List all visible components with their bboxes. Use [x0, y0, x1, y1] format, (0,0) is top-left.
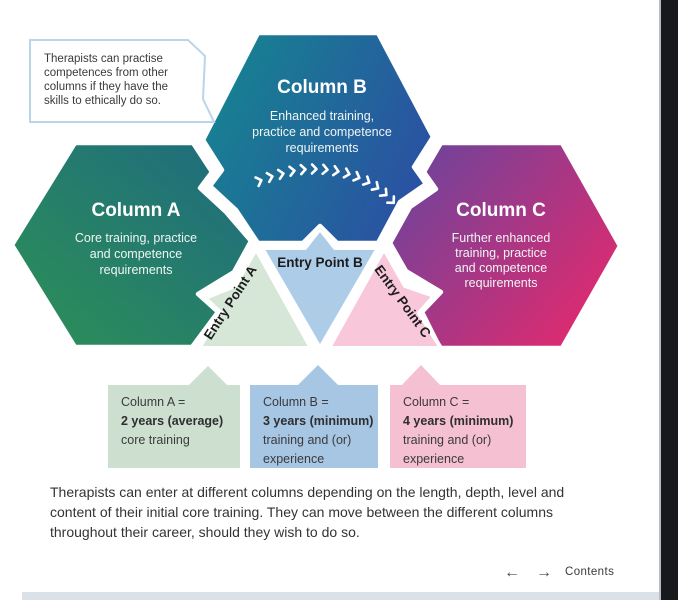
paragraph-line: Therapists can enter at different column… [50, 484, 564, 500]
column-a-subtitle: Core training, practice [75, 231, 197, 245]
column-b-subtitle: practice and competence [252, 125, 392, 139]
column-c-text: Column C Further enhanced training, prac… [452, 200, 551, 290]
paragraph-line: content of their initial core training. … [50, 504, 553, 520]
bubble-line: competences from other [44, 67, 168, 79]
info-box-a-tab [187, 366, 229, 387]
contents-link[interactable]: Contents [565, 566, 614, 578]
column-c-title: Column C [456, 200, 546, 221]
page-paragraph: Therapists can enter at different column… [50, 484, 564, 540]
column-c-hexagon [387, 140, 623, 351]
column-a-subtitle: and competence [90, 247, 182, 261]
info-box-b: Column B = 3 years (minimum) training an… [250, 365, 378, 468]
info-box-a: Column A = 2 years (average) core traini… [108, 366, 240, 468]
bubble-line: Therapists can practise [44, 53, 163, 65]
column-c-subtitle: and competence [455, 261, 547, 275]
column-a-subtitle: requirements [100, 263, 173, 277]
info-box-b-line: 3 years (minimum) [263, 414, 373, 428]
paragraph-line: throughout their career, should they wis… [50, 524, 360, 540]
forward-arrow-icon[interactable]: → [536, 564, 552, 581]
info-box-b-body [250, 385, 378, 468]
document-page: Column A Core training, practice and com… [9, 30, 623, 581]
info-box-a-line: core training [121, 433, 190, 447]
info-box-c: Column C = 4 years (minimum) training an… [390, 365, 526, 468]
footer-nav: ← → Contents [504, 564, 614, 581]
entry-point-b-arrow [260, 227, 380, 350]
info-box-b-line: training and (or) [263, 433, 351, 447]
column-b-subtitle: requirements [286, 141, 359, 155]
column-a-title: Column A [91, 200, 180, 221]
page-bottom-strip [22, 592, 661, 600]
info-box-c-body [390, 385, 526, 468]
column-c-subtitle: requirements [465, 276, 538, 290]
entry-point-b-label: Entry Point B [277, 255, 363, 270]
info-box-a-line: Column A = [121, 395, 185, 409]
entry-point-a-arrow [197, 247, 313, 350]
speech-bubble: Therapists can practise competences from… [29, 39, 216, 123]
viewer-dark-edge [659, 0, 678, 600]
column-b-text: Column B Enhanced training, practice and… [252, 77, 392, 155]
column-b-subtitle: Enhanced training, [270, 109, 374, 123]
info-box-a-line: 2 years (average) [121, 414, 223, 428]
column-b-hexagon [200, 30, 436, 246]
back-arrow-icon[interactable]: ← [504, 564, 520, 581]
info-box-b-tab [296, 365, 340, 387]
info-box-c-line: 4 years (minimum) [403, 414, 513, 428]
entry-point-c-arrow [327, 247, 443, 350]
framework-diagram: Column A Core training, practice and com… [9, 30, 623, 581]
speech-bubble-shape [29, 39, 216, 123]
column-c-subtitle: training, practice [455, 246, 547, 260]
column-b-title: Column B [277, 77, 367, 98]
info-box-c-line: experience [403, 452, 464, 466]
column-a-hexagon [9, 140, 254, 350]
column-a-text: Column A Core training, practice and com… [75, 200, 197, 277]
info-box-b-line: Column B = [263, 395, 329, 409]
info-box-c-tab [400, 365, 442, 387]
bubble-line: skills to ethically do so. [44, 95, 161, 107]
info-box-b-line: experience [263, 452, 324, 466]
column-c-subtitle: Further enhanced [452, 231, 551, 245]
info-box-c-line: Column C = [403, 395, 469, 409]
bubble-line: columns if they have the [44, 81, 168, 93]
info-box-c-line: training and (or) [403, 433, 491, 447]
info-box-a-body [108, 385, 240, 468]
